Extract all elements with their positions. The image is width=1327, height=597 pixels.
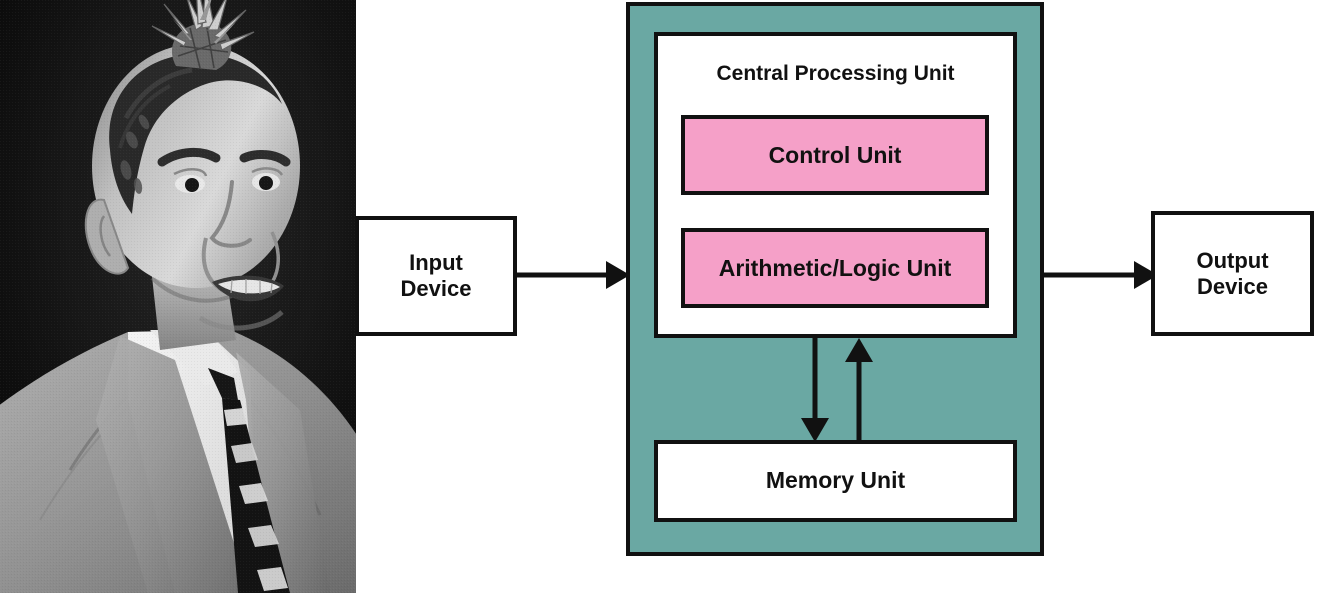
arrow-cpu-to-output <box>1042 261 1158 289</box>
input-device-label: Input Device <box>400 250 472 301</box>
input-device-box[interactable]: Input Device <box>355 216 517 336</box>
control-unit-label: Control Unit <box>768 141 902 168</box>
output-device-box[interactable]: Output Device <box>1151 211 1314 336</box>
control-unit-box[interactable]: Control Unit <box>681 115 989 195</box>
portrait-photo <box>0 0 356 593</box>
memory-unit-label: Memory Unit <box>765 467 906 494</box>
portrait-photo-graphic <box>0 0 356 593</box>
cpu-title: Central Processing Unit <box>716 62 955 85</box>
arithmetic-logic-unit-label: Arithmetic/Logic Unit <box>718 254 952 281</box>
arrow-input-to-cpu <box>514 261 630 289</box>
memory-unit-box[interactable]: Memory Unit <box>654 440 1017 522</box>
arrow-cpu-to-memory <box>801 336 829 442</box>
arithmetic-logic-unit-box[interactable]: Arithmetic/Logic Unit <box>681 228 989 308</box>
arrow-memory-to-cpu <box>845 338 873 444</box>
output-device-label: Output Device <box>1196 247 1269 299</box>
